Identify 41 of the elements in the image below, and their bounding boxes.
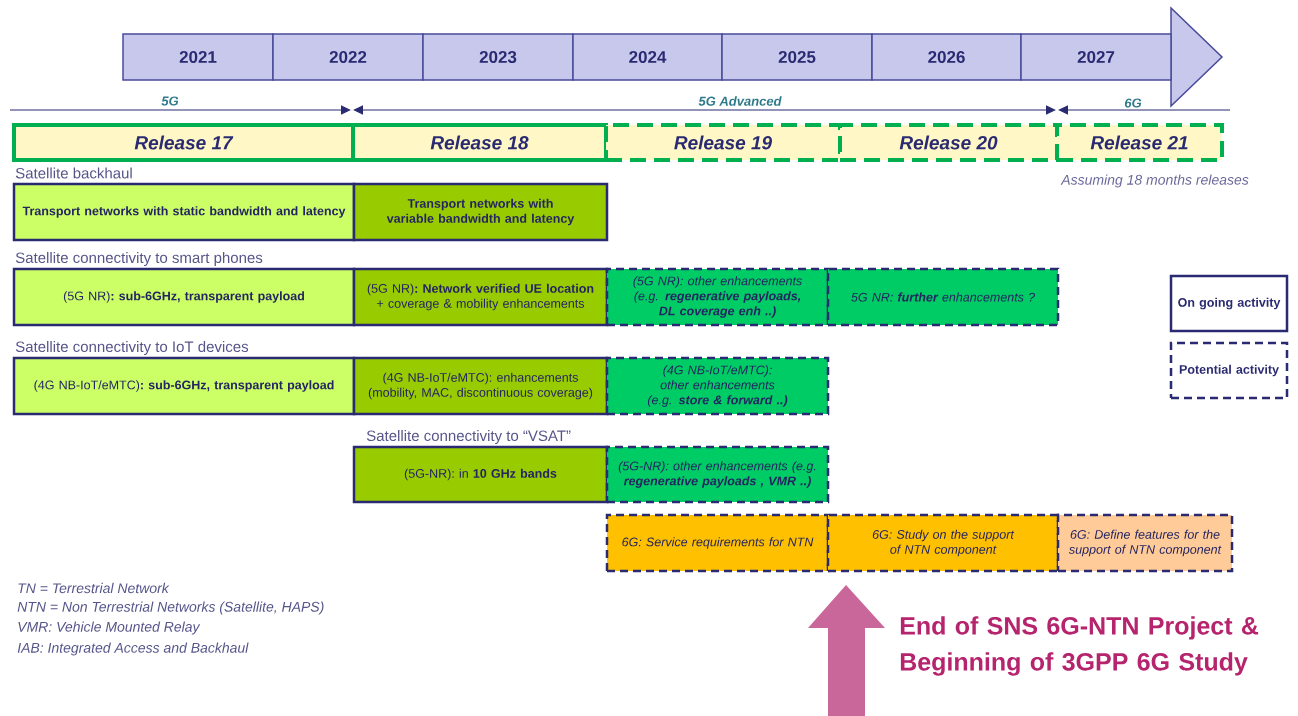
activity-box: Transport networks with static bandwidth and latency — [12, 182, 356, 242]
year-box: 2026 — [871, 33, 1022, 81]
activity-box: Transport networks with variable bandwidth and latency — [352, 182, 609, 242]
release-box: Release 21 — [1055, 123, 1224, 162]
text-label: Assuming 18 months releases — [1060, 174, 1249, 188]
year-box: 2024 — [572, 33, 723, 81]
activity-box: 6G: Study on the support of NTN component — [826, 513, 1060, 573]
activity-box: (4G NB-IoT/eMTC): sub-6GHz, transparent payload — [12, 356, 356, 416]
activity-box: (5G NR): sub-6GHz, transparent payload — [12, 267, 356, 327]
release-box: Release 17 — [12, 123, 355, 162]
legend-box: Potential activity — [1169, 341, 1289, 400]
activity-box: 5G NR: further enhancements ? — [826, 267, 1060, 327]
year-box: 2023 — [422, 33, 574, 81]
year-box: 2025 — [721, 33, 873, 81]
release-box: Release 19 — [604, 123, 842, 162]
text-label: NTN = Non Terrestrial Networks (Satellite, HAPS) — [17, 601, 324, 615]
activity-box: 6G: Define features for the support of NTN component — [1056, 513, 1234, 573]
activity-box: (5G NR): other enhancements (e.g. regenerative payloads, DL coverage enh ..) — [605, 267, 830, 327]
release-box: Release 20 — [838, 123, 1059, 162]
activity-box: (5G NR): Network verified UE location + coverage & mobility enhancements — [352, 267, 609, 327]
activity-box: 6G: Service requirements for NTN — [605, 513, 830, 573]
text-label: Satellite connectivity to “VSAT” — [366, 430, 571, 444]
year-box: 2027 — [1020, 33, 1172, 81]
text-label: 5G Advanced — [698, 96, 782, 106]
activity-box: (5G-NR): other enhancements (e.g. regenerative payloads , VMR ..) — [605, 445, 830, 504]
text-label: VMR: Vehicle Mounted Relay — [18, 621, 201, 635]
activity-box: (4G NB-IoT/eMTC): enhancements (mobility, MAC, discontinuous coverage) — [352, 356, 609, 416]
text-label: Satellite connectivity to IoT devices — [15, 341, 249, 355]
release-box: Release 18 — [351, 123, 608, 162]
text-label: IAB: Integrated Access and Backhaul — [17, 642, 249, 656]
text-label: Satellite backhaul — [15, 167, 132, 179]
text-label: TN = Terrestrial Network — [18, 582, 170, 594]
year-box: 2021 — [122, 33, 274, 81]
year-box: 2022 — [272, 33, 424, 81]
text-label: 6G — [1124, 98, 1142, 108]
legend-box: On going activity — [1169, 274, 1289, 333]
text-label: Satellite connectivity to smart phones — [15, 252, 263, 266]
activity-box: (4G NB-IoT/eMTC): other enhancements (e.g. store & forward ..) — [605, 356, 830, 416]
activity-box: (5G-NR): in 10 GHz bands — [352, 445, 609, 504]
text-label: End of SNS 6G-NTN Project & Beginning of 3GPP 6G Study — [900, 616, 1259, 676]
text-label: 5G — [161, 96, 179, 106]
